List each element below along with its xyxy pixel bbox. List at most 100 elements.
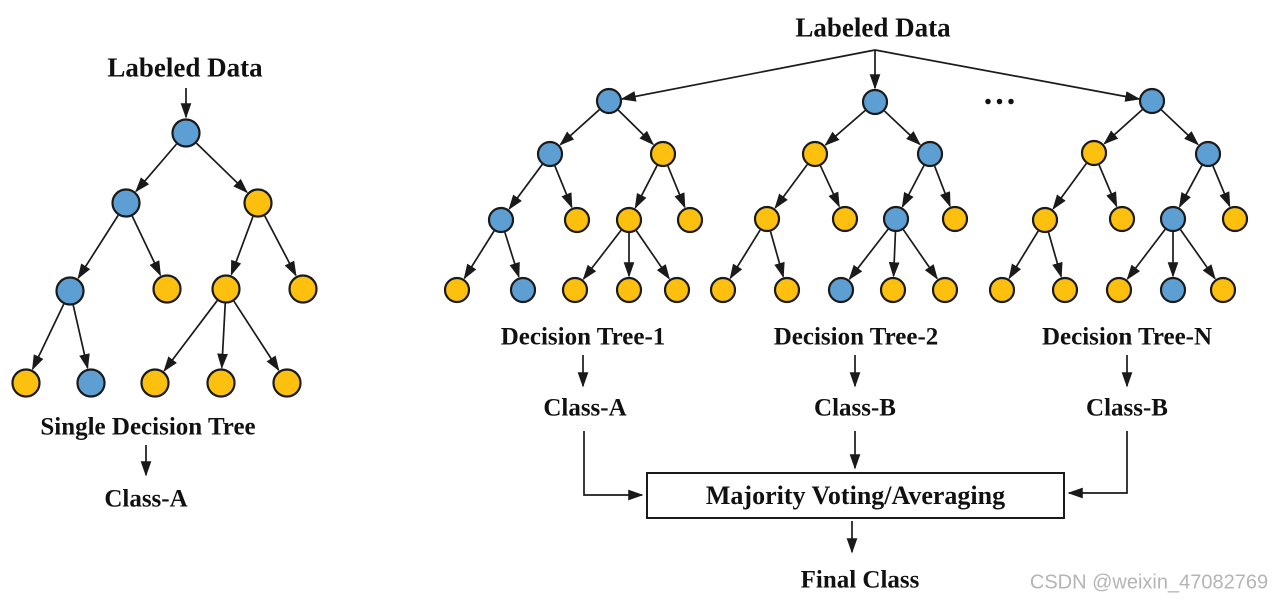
decision-tree-2-caption: Decision Tree-2: [773, 323, 939, 351]
tree-node-blue: [1138, 87, 1166, 115]
tree-node-blue: [861, 88, 889, 116]
tree-node-yellow: [561, 276, 589, 304]
edge-arrow: [933, 165, 951, 208]
tree-node-yellow: [615, 206, 643, 234]
tree-node-yellow: [831, 205, 859, 233]
edge-arrow: [617, 109, 655, 146]
tree-node-blue: [595, 87, 623, 115]
edge-arrow: [163, 300, 218, 372]
tree-node-yellow: [243, 188, 273, 218]
right-labeled-data-title: Labeled Data: [795, 12, 951, 43]
edge-arrow: [888, 231, 900, 278]
tree-node-yellow: [753, 205, 781, 233]
edge-arrow: [1126, 228, 1166, 281]
edge-arrow: [463, 230, 495, 280]
tree-node-yellow: [709, 276, 737, 304]
tree-node-yellow: [1051, 276, 1079, 304]
edge-arrow: [559, 109, 600, 146]
edge-arrow: [135, 143, 178, 193]
tree-node-yellow: [1221, 205, 1249, 233]
tree-node-yellow: [663, 276, 691, 304]
tree-node-yellow: [988, 276, 1016, 304]
edge-arrow: [1047, 232, 1063, 279]
edge-arrow: [883, 110, 921, 146]
tree-2-class-label: Class-B: [814, 394, 896, 422]
tree-node-yellow: [1108, 205, 1136, 233]
tree-node-blue: [509, 276, 537, 304]
tree-node-yellow: [931, 276, 959, 304]
single-tree-class-label: Class-A: [104, 485, 188, 513]
tree-node-yellow: [11, 368, 41, 398]
edge-arrow: [667, 165, 686, 209]
edge-arrow: [1052, 162, 1088, 210]
tree-node-yellow: [140, 368, 170, 398]
edge-arrow: [77, 214, 119, 280]
tree-1-class-label: Class-A: [543, 394, 627, 422]
tree-node-yellow: [941, 205, 969, 233]
edge-arrow: [131, 215, 162, 277]
tree-node-yellow: [801, 140, 829, 168]
edge-arrow: [1178, 165, 1203, 209]
edge-arrow: [217, 303, 228, 370]
edge-arrow: [233, 300, 280, 372]
tree-node-yellow: [1105, 276, 1133, 304]
tree-node-blue: [171, 118, 201, 148]
tree-node-yellow: [773, 276, 801, 304]
edge-arrow: [635, 230, 670, 280]
edge-arrow: [263, 215, 297, 277]
edge-arrow: [31, 303, 65, 371]
tree-node-blue: [111, 188, 141, 218]
edge-arrow: [72, 304, 90, 370]
tree-node-blue: [1194, 140, 1222, 168]
tree-node-yellow: [288, 274, 318, 304]
decision-tree-1-caption: Decision Tree-1: [500, 323, 666, 351]
edge-arrow: [582, 229, 622, 281]
edge-arrow: [1098, 164, 1118, 208]
tree-node-yellow: [211, 274, 241, 304]
tree-node-yellow: [1031, 206, 1059, 234]
edge-arrow: [634, 165, 658, 209]
edge-arrow: [769, 231, 785, 278]
edge-arrow: [729, 229, 761, 280]
tree-node-yellow: [563, 206, 591, 234]
tree-node-yellow: [152, 274, 182, 304]
edge-arrow: [230, 216, 254, 276]
tree-node-yellow: [272, 368, 302, 398]
more-trees-ellipsis: ...: [983, 75, 1019, 112]
edge-arrow: [1179, 229, 1216, 280]
tree-n-class-label: Class-B: [1086, 394, 1168, 422]
edge-arrow: [824, 109, 866, 146]
tree-node-yellow: [879, 276, 907, 304]
edge-arrow: [774, 163, 808, 209]
edge-arrow: [848, 228, 889, 281]
edge-arrow: [819, 165, 840, 208]
edge-arrow: [195, 142, 248, 194]
tree-node-blue: [916, 140, 944, 168]
right-title-to-tree1-arrow: [620, 49, 876, 102]
edge-arrow: [508, 163, 543, 210]
tree-node-blue: [76, 368, 106, 398]
edge-arrow: [1008, 230, 1039, 280]
left-labeled-data-title: Labeled Data: [107, 52, 263, 83]
tree-node-yellow: [206, 368, 236, 398]
edge-arrow: [901, 165, 925, 208]
csdn-watermark: CSDN @weixin_47082769: [1029, 571, 1269, 594]
tree-node-yellow: [615, 276, 643, 304]
tree-edges-layer: [31, 49, 1231, 554]
tree-node-blue: [1159, 276, 1187, 304]
class-a-to-box-arrow: [583, 431, 644, 501]
tree-node-yellow: [443, 276, 471, 304]
majority-voting-label: Majority Voting/Averaging: [705, 480, 1006, 510]
tree-node-blue: [55, 276, 85, 306]
tree-node-blue: [536, 140, 564, 168]
edge-arrow: [1212, 165, 1231, 208]
edge-arrow: [902, 229, 938, 280]
class-bn-to-box-arrow: [1067, 431, 1128, 499]
tree-node-blue: [827, 276, 855, 304]
tree-node-yellow: [676, 206, 704, 234]
edge-arrow: [504, 232, 520, 279]
decision-tree-n-caption: Decision Tree-N: [1041, 323, 1213, 351]
tree-node-yellow: [1209, 276, 1237, 304]
